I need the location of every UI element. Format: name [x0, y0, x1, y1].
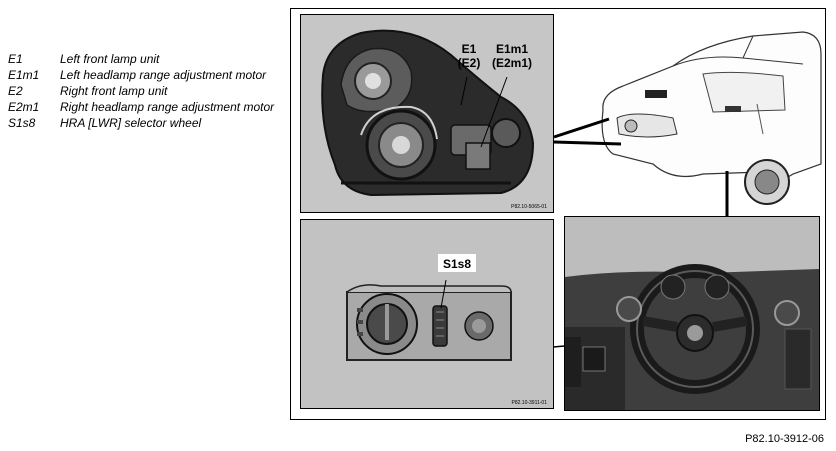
legend-row-e2: E2 Right front lamp unit	[8, 84, 278, 98]
figure-frame: E1 (E2) E1m1 (E2m1) P82.10-5065-01	[290, 8, 826, 420]
legend-code: E1m1	[8, 68, 40, 82]
switch-illustration: S1s8 P82.10-3911-01	[301, 220, 553, 408]
legend-description: HRA [LWR] selector wheel	[60, 116, 202, 130]
legend-code: S1s8	[8, 116, 36, 130]
vehicle-panel	[553, 14, 823, 214]
switch-panel-ref: P82.10-3911-01	[512, 400, 548, 406]
headlamp-panel: E1 (E2) E1m1 (E2m1) P82.10-5065-01	[300, 14, 554, 213]
legend-description: Right headlamp range adjustment motor	[60, 100, 275, 114]
vehicle-illustration	[601, 31, 822, 205]
callout-e2: (E2)	[458, 56, 481, 70]
switch-panel: S1s8 P82.10-3911-01	[300, 219, 554, 409]
legend-row-e1: E1 Left front lamp unit	[8, 52, 278, 66]
legend-row-s1s8: S1s8 HRA [LWR] selector wheel	[8, 116, 278, 130]
callout-s1s8: S1s8	[443, 257, 471, 271]
interior-illustration	[565, 217, 819, 410]
callout-e2m1: (E2m1)	[492, 56, 532, 70]
callout-e1: E1	[462, 42, 477, 56]
legend: E1 Left front lamp unit E1m1 Left headla…	[8, 52, 278, 132]
interior-panel	[564, 216, 820, 411]
legend-row-e1m1: E1m1 Left headlamp range adjustment moto…	[8, 68, 278, 82]
legend-code: E2	[8, 84, 23, 98]
legend-description: Left front lamp unit	[60, 52, 160, 66]
headlamp-panel-ref: P82.10-5065-01	[511, 204, 547, 210]
legend-description: Left headlamp range adjustment motor	[60, 68, 267, 82]
headlamp-illustration: E1 (E2) E1m1 (E2m1) P82.10-5065-01	[301, 15, 553, 212]
legend-code: E2m1	[8, 100, 40, 114]
legend-code: E1	[8, 52, 23, 66]
callout-e1m1: E1m1	[496, 42, 528, 56]
legend-row-e2m1: E2m1 Right headlamp range adjustment mot…	[8, 100, 278, 114]
figure-reference: P82.10-3912-06	[745, 433, 824, 445]
legend-description: Right front lamp unit	[60, 84, 168, 98]
